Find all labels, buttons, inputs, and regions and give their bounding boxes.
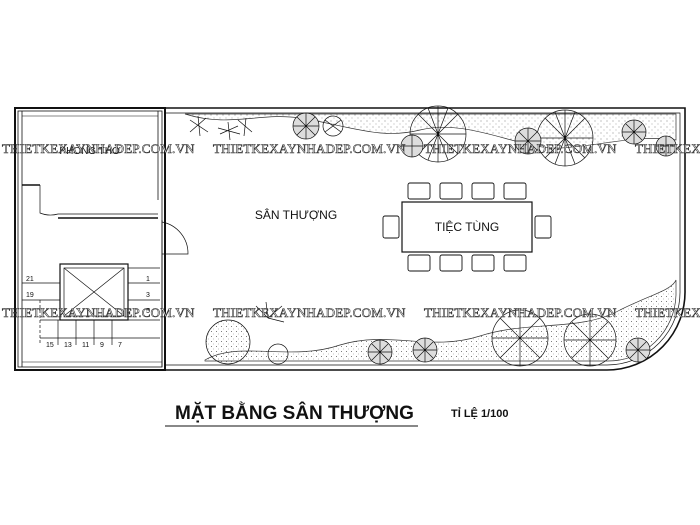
tree-top-1 xyxy=(409,105,467,163)
stair-number: 7 xyxy=(118,342,122,349)
shrub-bottom-1 xyxy=(625,337,651,363)
shrub-top-2 xyxy=(322,115,344,137)
stair-number: 9 xyxy=(100,342,104,349)
drawing-title: MẶT BẰNG SÂN THƯỢNG xyxy=(175,402,414,424)
stair-number: 15 xyxy=(46,342,54,349)
shrub-top-5 xyxy=(655,135,677,157)
terrace-outline xyxy=(165,107,686,371)
shrub-bottom-2 xyxy=(367,339,393,365)
building-walls xyxy=(14,107,189,371)
watermark-text: THIETKEXAYNHADEP.COM.VN xyxy=(213,141,406,156)
watermark-text: THIETKEXAYNHADEP.COM.VN xyxy=(424,141,617,156)
drawing-scale: TỈ LỆ 1/100 xyxy=(451,407,508,420)
palm-1 xyxy=(255,301,285,323)
shrub-top-6 xyxy=(400,134,424,158)
watermark-row-bottom: THIETKEXAYNHADEP.COM.VN THIETKEXAYNHADEP… xyxy=(2,305,700,321)
star-plants-top xyxy=(189,115,253,141)
watermark-text: THIETKEXAYNHADEP.COM.VN xyxy=(635,141,700,156)
party-table-set xyxy=(382,182,552,272)
stair-number: 5 xyxy=(146,308,150,315)
stair-number: 19 xyxy=(26,292,34,299)
stair-number: 11 xyxy=(82,342,89,349)
watermark-text: THIETKEXAYNHADEP.COM.VN xyxy=(635,305,700,320)
chair-right xyxy=(534,215,552,239)
staircase xyxy=(22,263,160,345)
stair-number: 1 xyxy=(146,276,150,283)
landscape-plants xyxy=(189,105,677,367)
watermark-text: THIETKEXAYNHADEP.COM.VN xyxy=(2,141,195,156)
stair-number: 13 xyxy=(64,342,72,349)
chairs-bottom xyxy=(407,254,527,272)
shrub-top-1 xyxy=(292,112,320,140)
watermark-row-top: THIETKEXAYNHADEP.COM.VN THIETKEXAYNHADEP… xyxy=(2,141,700,157)
planter-bottom xyxy=(204,279,677,362)
shrub-top-3 xyxy=(514,127,542,155)
chairs-top xyxy=(407,182,527,200)
tree-bottom-1 xyxy=(491,309,549,367)
round-bush-2 xyxy=(267,343,289,365)
watermark-text: THIETKEXAYNHADEP.COM.VN xyxy=(2,305,195,320)
room-label-tiec-tung: TIỆC TÙNG xyxy=(435,219,499,234)
chair-left xyxy=(382,215,400,239)
watermark-text: THIETKEXAYNHADEP.COM.VN xyxy=(213,305,406,320)
tree-top-2 xyxy=(536,109,594,167)
room-label-san-thuong: SÂN THƯỢNG xyxy=(255,207,337,222)
planter-top xyxy=(184,113,677,149)
room-label-phong-tho: PHÒNG THỜ xyxy=(59,144,121,157)
watermark-text: THIETKEXAYNHADEP.COM.VN xyxy=(424,305,617,320)
tree-bottom-2 xyxy=(563,313,617,367)
shrub-bottom-3 xyxy=(412,337,438,363)
stair-number: 3 xyxy=(146,292,150,299)
stair-number: 21 xyxy=(26,276,34,283)
round-bush-1 xyxy=(205,319,251,365)
shrub-top-4 xyxy=(621,119,647,145)
